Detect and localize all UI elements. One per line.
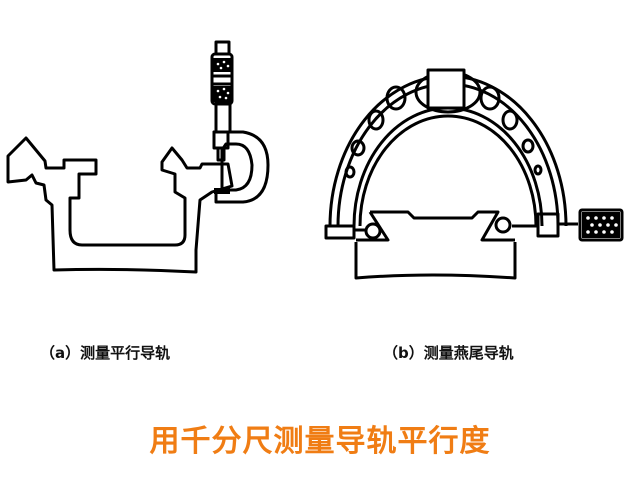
figure-a-parallel-rail-diagram (6, 40, 270, 274)
figure-b-dovetail-rail-diagram (324, 68, 624, 280)
caption-figure-a: （a）测量平行导轨 (40, 344, 171, 362)
page-title: 用千分尺测量导轨平行度 (149, 424, 491, 459)
caption-figure-b: （b）测量燕尾导轨 (383, 344, 514, 362)
